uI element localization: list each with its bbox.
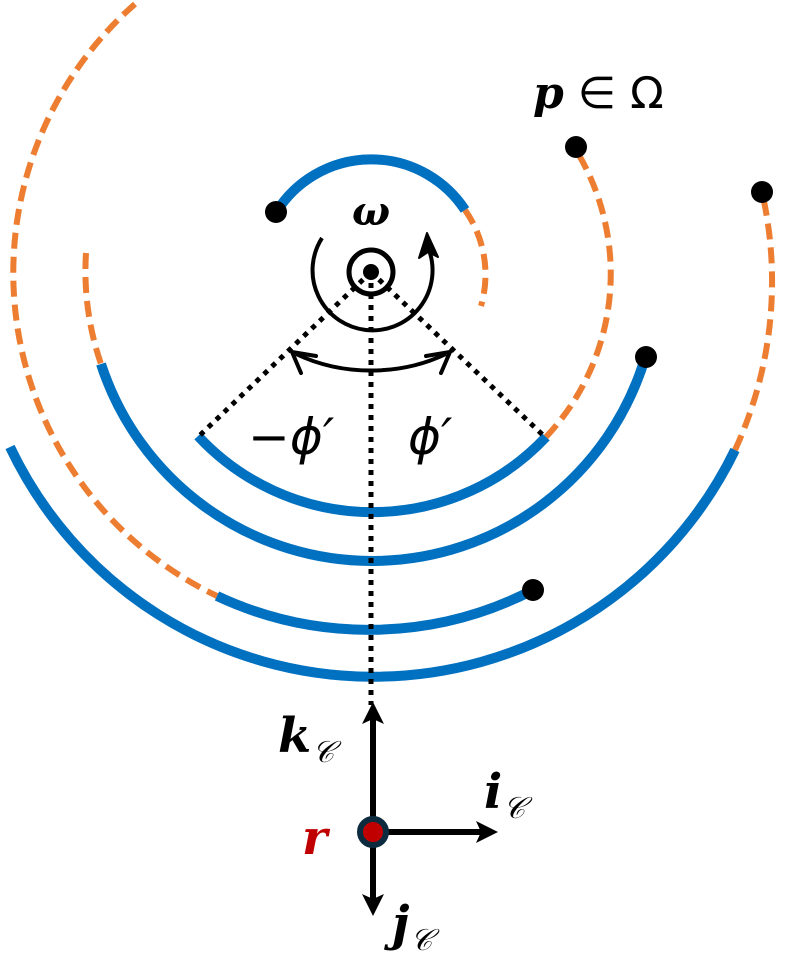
omega-arrowhead [418, 232, 439, 259]
arc-2-visible [194, 432, 550, 518]
k-axis-label: k𝒞 [278, 712, 334, 768]
arc-1-endpoint [265, 201, 287, 223]
arc-2 [194, 136, 614, 518]
arc-3-hidden [82, 252, 104, 365]
j-subscript: 𝒞 [410, 923, 433, 958]
phi-angle-arrow [290, 350, 452, 375]
neg-phi-label: −ϕ′ [248, 412, 334, 462]
arc-2-hidden [543, 148, 614, 440]
rotation-ring [346, 247, 396, 297]
arc-5-hidden [732, 191, 775, 452]
arc-5-visible [5, 444, 740, 682]
omega-label: ω [352, 192, 390, 232]
phi-arrowhead-right [424, 350, 452, 375]
point-set-label: p ∈ Ω [533, 72, 664, 116]
j-symbol: j [392, 896, 410, 952]
arc-4-visible [214, 586, 534, 635]
pos-phi-label: ϕ′ [408, 412, 452, 462]
robot-symbol: r [302, 810, 328, 866]
j-axis-label: j𝒞 [392, 900, 432, 956]
neg-phi-symbol: −ϕ′ [248, 408, 335, 466]
omega-rotation-arrow [310, 232, 439, 333]
k-symbol: k [278, 708, 312, 764]
sector-line-left [195, 270, 373, 440]
k-subscript: 𝒞 [312, 735, 335, 770]
i-axis-label: i𝒞 [484, 768, 525, 824]
robot-label: r [302, 814, 327, 862]
robot-position [357, 816, 389, 848]
arc-4-endpoint [522, 579, 544, 601]
arc-1 [265, 154, 489, 307]
phi-arrowhead-left [290, 350, 318, 375]
arc-5-endpoint [751, 181, 773, 203]
arc-2-endpoint [565, 136, 587, 158]
arc-1-visible [272, 154, 470, 214]
sector-line-right [369, 270, 548, 440]
arc-4-hidden [10, 1, 219, 599]
arc-3-visible [96, 356, 650, 566]
i-symbol: i [484, 764, 503, 820]
arc-1-hidden [462, 208, 489, 307]
sector-lines [195, 270, 548, 705]
rotation-center [346, 247, 396, 297]
omega-symbol: ω [352, 188, 391, 235]
arc-4 [10, 1, 544, 635]
arc-5 [5, 181, 775, 682]
pos-phi-symbol: ϕ′ [408, 408, 453, 466]
arc-3 [82, 252, 657, 566]
i-subscript: 𝒞 [503, 791, 526, 826]
point-set-membership: ∈ Ω [563, 68, 664, 119]
robot-frame [357, 702, 498, 916]
rotation-center-dot [363, 264, 379, 280]
point-p-symbol: p [533, 68, 564, 119]
arc-3-endpoint [635, 346, 657, 368]
